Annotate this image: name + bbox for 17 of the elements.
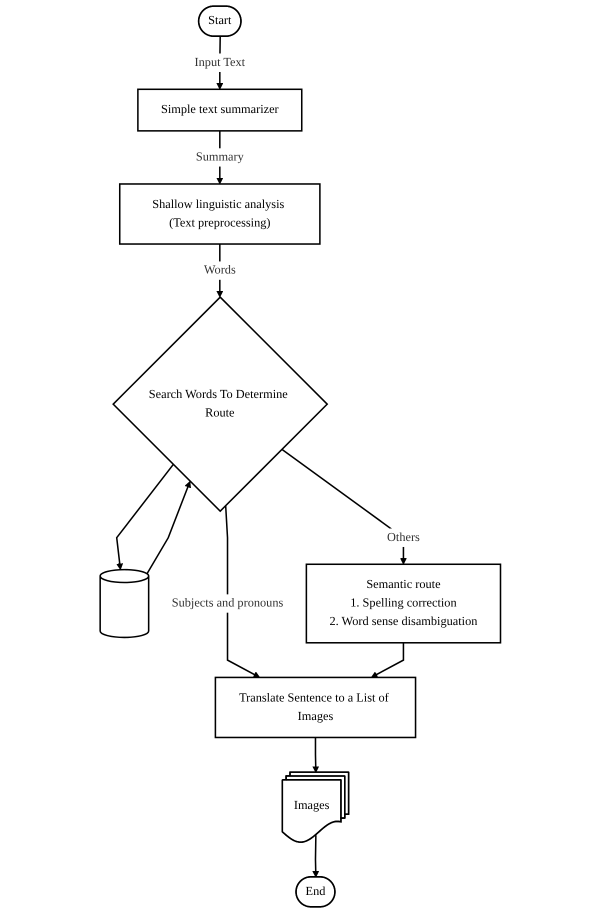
- node-cylinder: [99, 568, 150, 638]
- node-diamond: Search Words To Determine Route: [112, 296, 328, 512]
- arrow: [116, 464, 174, 570]
- node-box: Semantic route 1. Spelling correction 2. Word sense disambiguation: [305, 564, 501, 644]
- node-box: Translate Sentence to a List of Images: [214, 676, 416, 738]
- node-box: Shallow linguistic analysis (Text preprocessing): [118, 183, 320, 245]
- arrow: [312, 737, 319, 773]
- node-box: Simple text summarizer: [136, 88, 302, 132]
- edge-label: Summary: [196, 150, 244, 164]
- edge-label: Input Text: [194, 56, 245, 69]
- arrow: [370, 642, 404, 678]
- edge-label: Words: [204, 264, 236, 277]
- arrow: [146, 481, 191, 574]
- edge-label: Others: [386, 530, 420, 544]
- arrow: [312, 835, 319, 878]
- edge-label: Subjects and pronouns: [171, 596, 283, 610]
- arrow: [224, 505, 260, 678]
